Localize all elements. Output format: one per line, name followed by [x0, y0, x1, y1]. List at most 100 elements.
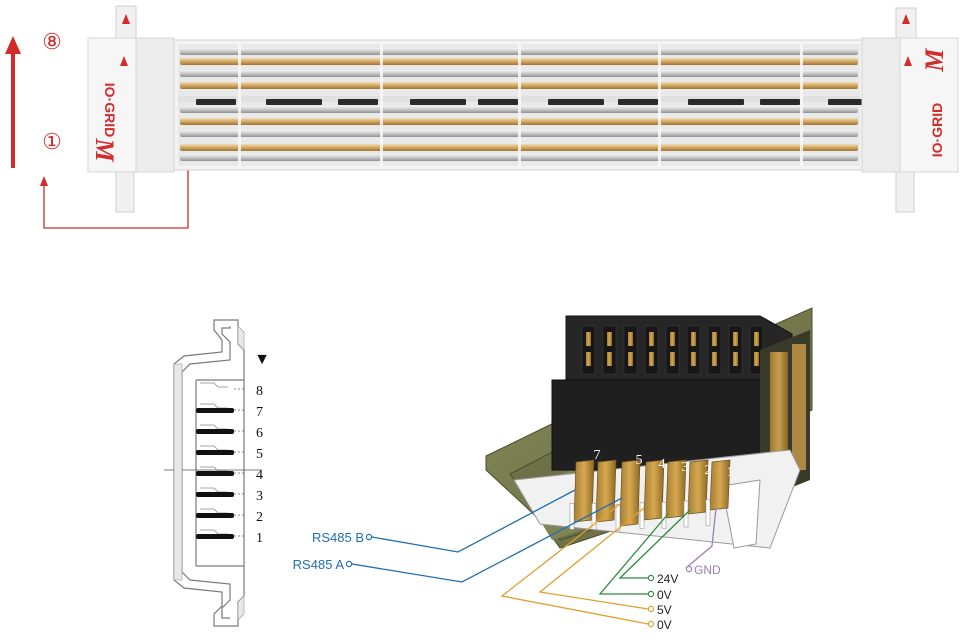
- blade-clip: [639, 502, 645, 530]
- pin-8-marker: ⑧: [42, 29, 62, 54]
- label-gnd: GND: [694, 563, 721, 577]
- label-5v: 5V: [657, 603, 672, 617]
- rail-slot: [266, 99, 322, 105]
- rail-body: [173, 39, 884, 171]
- contact-spring: [200, 445, 228, 451]
- contact-spring: [200, 424, 228, 430]
- 5v-leader: [538, 507, 649, 610]
- rail-divider: [800, 44, 803, 166]
- cross-section-contacts: [196, 382, 244, 539]
- cs-pin-8: 8: [256, 384, 263, 399]
- cross-section-pin-labels: 8 7 6 5 4 3 2 1: [256, 384, 263, 546]
- blade-clip: [591, 503, 597, 530]
- header-cell: [665, 325, 680, 375]
- rail-slot: [410, 99, 466, 105]
- header-pin: [712, 332, 717, 346]
- header-cell: [707, 325, 722, 375]
- contact-bar: [196, 429, 234, 434]
- header-pin: [691, 352, 696, 366]
- contact-spring: [200, 529, 228, 535]
- blade-clip: [615, 504, 621, 531]
- pin-number-1: 1: [727, 465, 734, 480]
- rail-slot: [196, 99, 236, 105]
- header-pin: [649, 332, 654, 346]
- right-end-cap: M IO·GRID: [861, 7, 959, 213]
- cross-section-view: ▼ 8 7 6 5 4 3 2 1: [164, 319, 270, 627]
- connector-housing: [551, 315, 797, 471]
- header-pin: [754, 352, 759, 366]
- left-brand-text: IO·GRID: [102, 83, 118, 137]
- signal-labels: RS485 B RS485 A GND 24V 0V 5V 0V: [293, 530, 721, 632]
- pin-number-7: 7: [594, 448, 601, 463]
- orientation-marker: ▼: [254, 351, 270, 368]
- contact-bar: [196, 471, 234, 476]
- cs-pin-3: 3: [256, 489, 263, 504]
- rail-slot: [760, 99, 800, 105]
- contact-spring: [200, 487, 228, 493]
- pin-numbers-3d: 7 5 4 3 2 1: [594, 448, 734, 480]
- cs-pin-2: 2: [256, 510, 263, 525]
- 0v-green-leader: [598, 513, 669, 595]
- header-pin: [586, 352, 591, 366]
- label-0v-orange: 0V: [657, 618, 672, 632]
- left-brand-logo: M: [90, 137, 119, 162]
- header-pin: [607, 332, 612, 346]
- header-pin: [712, 352, 717, 366]
- header-pin: [754, 332, 759, 346]
- label-0v-green: 0V: [657, 588, 672, 602]
- direction-arrow: [5, 36, 21, 168]
- label-rs485-a: RS485 A: [293, 557, 345, 572]
- header-cell: [623, 325, 638, 375]
- contact-blade: [709, 459, 731, 511]
- header-pin: [733, 352, 738, 366]
- rail-slot: [478, 99, 518, 105]
- contact-bar: [196, 534, 234, 539]
- cs-pin-5: 5: [256, 447, 263, 462]
- connector-3d-view: 7 5 4 3 2 1 RS485 B: [293, 307, 813, 632]
- pin-number-4: 4: [659, 457, 666, 472]
- rail-divider: [238, 44, 241, 166]
- contact-blade: [573, 459, 595, 523]
- header-cell: [728, 325, 743, 375]
- header-cell: [602, 325, 617, 375]
- header-pin: [628, 332, 633, 346]
- header-pin: [733, 332, 738, 346]
- pin-number-3: 3: [682, 460, 689, 475]
- leader-terminals: [345, 533, 693, 628]
- contact-bar: [196, 408, 234, 413]
- pin-number-5: 5: [636, 453, 643, 468]
- contact-bar: [196, 513, 234, 518]
- label-rs485-b: RS485 B: [312, 530, 364, 545]
- right-brand-logo: M: [920, 48, 949, 73]
- header-pin: [670, 332, 675, 346]
- top-connector-view: ⑧ ① IO·GRID M: [5, 5, 959, 229]
- 0v-orange-leader: [500, 503, 649, 625]
- 24v-leader: [618, 509, 691, 579]
- pin-number-2: 2: [705, 463, 712, 478]
- label-24v: 24V: [657, 572, 678, 586]
- rail-slot: [338, 99, 378, 105]
- contact-spring: [200, 508, 228, 514]
- contact-blade: [595, 459, 617, 523]
- rail-slot: [548, 99, 604, 105]
- blade-clip: [705, 499, 711, 527]
- cs-pin-7: 7: [256, 405, 263, 420]
- header-pin: [628, 352, 633, 366]
- rail-divider: [380, 44, 383, 166]
- pin-1-marker: ①: [42, 129, 62, 154]
- rs485-b-leader: [371, 489, 576, 553]
- header-cell: [581, 325, 596, 375]
- rail-slot: [618, 99, 658, 105]
- blade-clip: [569, 503, 575, 530]
- gnd-leader: [685, 507, 717, 569]
- cs-pin-1: 1: [256, 531, 263, 546]
- rail-divider: [518, 44, 521, 166]
- header-pin: [691, 332, 696, 346]
- signal-leaders: [351, 489, 717, 625]
- cross-section-walls: [173, 325, 245, 621]
- header-pin: [607, 352, 612, 366]
- contact-spring: [200, 403, 228, 409]
- left-end-cap: IO·GRID M: [87, 5, 175, 213]
- header-cell: [644, 325, 659, 375]
